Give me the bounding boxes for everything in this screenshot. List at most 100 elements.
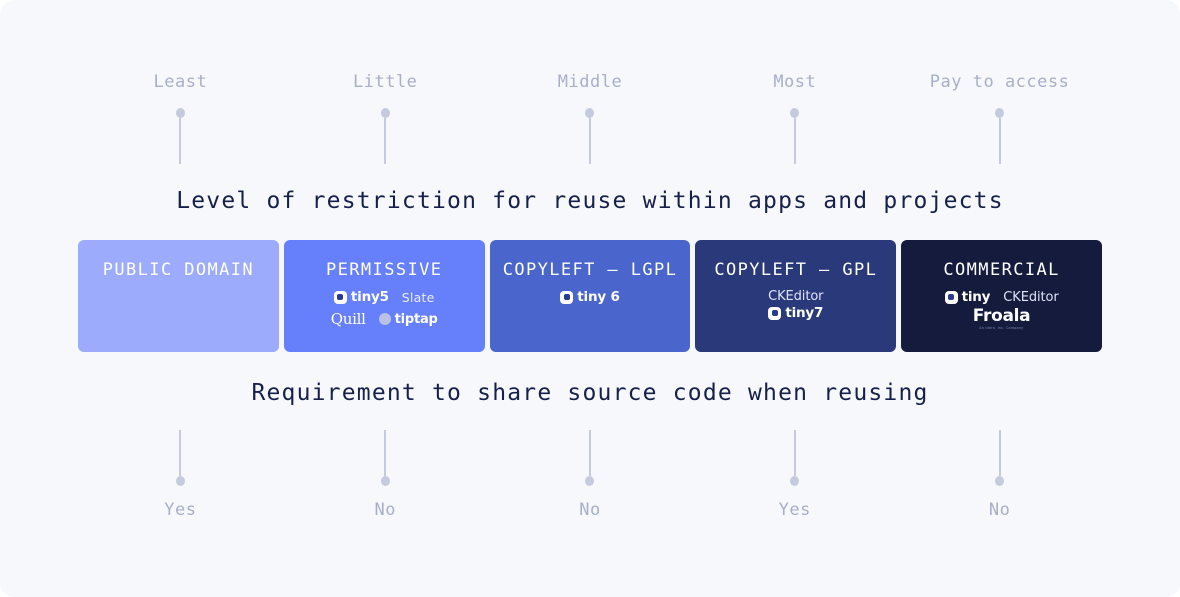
scale-bottom-item-3: No [488,430,693,520]
pin-dot-icon [995,476,1005,486]
upper-heading: Level of restriction for reuse within ap… [176,188,1004,214]
scale-top-item-pay-to-access: Pay to access [897,72,1102,164]
pin-dot-icon [790,108,800,118]
scale-bottom-item-2: No [283,430,488,520]
pin-marker-down-icon [380,108,390,164]
logo-ckeditor: CKEditor [768,289,823,304]
pin-stem-icon [793,430,796,476]
pin-stem-icon [179,118,182,164]
logo-froala: Froala An Idera, Inc. Company [973,308,1031,331]
pin-dot-icon [175,108,185,118]
scale-bottom-item-1: Yes [78,430,283,520]
pin-marker-up-icon [790,430,800,486]
band-permissive[interactable]: PERMISSIVE tiny5 Slate Quill [283,240,485,352]
logo-label: Quill [330,310,366,328]
band-title: COPYLEFT — GPL [714,260,878,280]
band-title: COPYLEFT — LGPL [502,260,678,280]
scale-top-item-little: Little [283,72,488,164]
band-title: COMMERCIAL [943,260,1060,280]
scale-bottom-label: No [579,500,601,520]
pin-stem-icon [793,118,796,164]
scale-top-item-most: Most [692,72,897,164]
tiny-mark-icon [560,290,574,304]
scale-top-label: Middle [557,72,623,92]
logo-label: CKEditor [768,289,824,304]
logo-label: tiny5 [350,289,389,305]
band-public-domain[interactable]: PUBLIC DOMAIN [78,240,279,352]
logo-label: tiny [961,289,991,305]
tiny-mark-icon [333,290,347,304]
logo-row: Quill tiptap [284,310,485,328]
scale-bottom-item-5: No [897,430,1102,520]
band-logo-stack: CKEditor tiny7 [695,289,896,321]
pin-marker-down-icon [995,108,1005,164]
logo-row: tiny7 [695,305,896,321]
band-title: PUBLIC DOMAIN [102,260,255,280]
pin-marker-up-icon [995,430,1005,486]
logo-row: tiny5 Slate [284,289,485,305]
pin-dot-icon [995,108,1005,118]
pin-stem-icon [384,118,387,164]
band-logo-stack: tiny5 Slate Quill tiptap [284,289,485,328]
logo-label: tiptap [394,311,438,327]
pin-stem-icon [588,430,591,476]
band-commercial[interactable]: COMMERCIAL tiny CKEditor Froala An Idera… [901,240,1102,352]
scale-bottom-label: No [988,500,1011,520]
logo-row: Froala An Idera, Inc. Company [901,308,1102,331]
pin-stem-icon [179,430,182,476]
logo-tiny7: tiny7 [768,305,823,321]
logo-label: tiny7 [785,305,824,321]
restriction-scale-top: Least Little Middle Most [78,72,1102,164]
scale-top-label: Little [352,72,418,92]
pin-dot-icon [380,476,390,486]
logo-label: CKEditor [1003,289,1059,305]
logo-row: CKEditor [695,289,896,304]
scale-top-item-middle: Middle [488,72,693,164]
logo-label: Slate [401,289,435,305]
scale-top-label: Least [153,72,208,92]
pin-marker-up-icon [175,430,185,486]
pin-dot-icon [175,476,185,486]
logo-tiny6: tiny 6 [560,289,620,305]
band-copyleft-lgpl[interactable]: COPYLEFT — LGPL tiny 6 [489,240,691,352]
tiptap-mark-icon [378,313,391,325]
logo-sublabel: An Idera, Inc. Company [979,326,1024,330]
tiny-mark-icon [944,290,958,304]
logo-tiny: tiny [944,289,991,305]
logo-tiptap: tiptap [378,311,438,327]
logo-slate: Slate [402,290,435,305]
scale-top-item-least: Least [78,72,283,164]
logo-ckeditor: CKEditor [1003,290,1058,305]
logo-row: tiny CKEditor [901,289,1102,305]
scale-top-label: Most [773,72,817,92]
band-title: PERMISSIVE [326,260,443,280]
band-logo-stack: tiny CKEditor Froala An Idera, Inc. Comp… [901,289,1102,331]
band-logo-stack: tiny 6 [490,289,691,305]
logo-tiny5: tiny5 [333,289,389,305]
scale-bottom-label: Yes [778,500,811,520]
pin-dot-icon [380,108,390,118]
pin-stem-icon [998,118,1001,164]
scale-bottom-label: Yes [164,500,197,520]
tiny-mark-icon [768,306,782,320]
pin-marker-down-icon [585,108,595,164]
pin-marker-down-icon [175,108,185,164]
license-spectrum: PUBLIC DOMAIN PERMISSIVE tiny5 Slate [78,240,1102,352]
lower-heading: Requirement to share source code when re… [251,380,929,406]
band-copyleft-gpl[interactable]: COPYLEFT — GPL CKEditor tiny7 [695,240,897,352]
pin-marker-up-icon [380,430,390,486]
logo-row: tiny 6 [490,289,691,305]
scale-bottom-label: No [374,500,396,520]
logo-label: Froala [972,306,1031,326]
source-share-scale-bottom: Yes No No Yes [78,430,1102,520]
pin-dot-icon [585,476,595,486]
logo-label: tiny 6 [577,289,620,305]
pin-stem-icon [998,430,1001,476]
logo-quill: Quill [331,310,366,328]
pin-dot-icon [585,108,595,118]
scale-bottom-item-4: Yes [692,430,897,520]
pin-marker-down-icon [790,108,800,164]
pin-marker-up-icon [585,430,595,486]
scale-top-label: Pay to access [929,72,1070,92]
